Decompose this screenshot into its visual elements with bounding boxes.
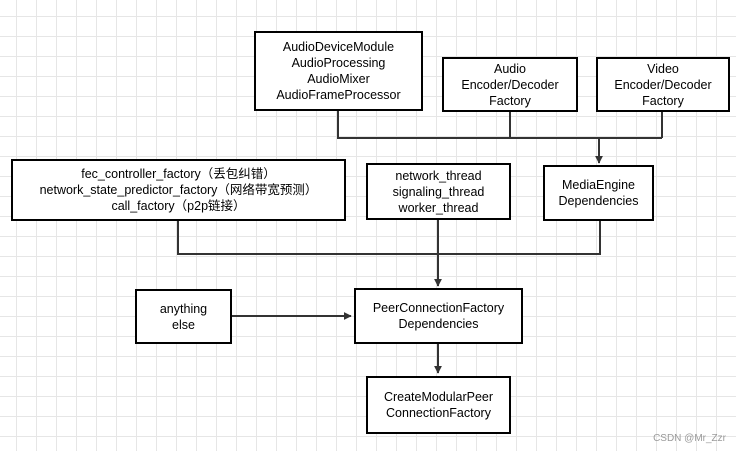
create-modular-peer-connection-factory-box: CreateModularPeer ConnectionFactory: [366, 376, 511, 434]
audio-codec-factory-box: Audio Encoder/Decoder Factory: [442, 57, 578, 112]
video-codec-factory-box: Video Encoder/Decoder Factory: [596, 57, 730, 112]
peer-connection-factory-dependencies-box: PeerConnectionFactory Dependencies: [354, 288, 523, 344]
media-engine-dependencies-label: MediaEngine Dependencies: [558, 178, 639, 208]
threads-label: network_thread signaling_thread worker_t…: [392, 168, 485, 215]
merge-line-audio-modules: [337, 110, 662, 139]
factories-box: fec_controller_factory（丢包纠错） network_sta…: [11, 159, 346, 221]
merge-line-factories: [177, 220, 601, 255]
peer-connection-factory-dependencies-label: PeerConnectionFactory Dependencies: [372, 301, 505, 331]
audio-device-module-box: AudioDeviceModule AudioProcessing AudioM…: [254, 31, 423, 111]
factories-label: fec_controller_factory（丢包纠错） network_sta…: [39, 167, 318, 213]
audio-codec-factory-label: Audio Encoder/Decoder Factory: [461, 61, 559, 108]
media-engine-dependencies-box: MediaEngine Dependencies: [543, 165, 654, 221]
anything-else-box: anything else: [135, 289, 232, 344]
audio-device-module-label: AudioDeviceModule AudioProcessing AudioM…: [276, 40, 401, 102]
anything-else-label: anything else: [159, 301, 208, 332]
video-codec-factory-label: Video Encoder/Decoder Factory: [614, 61, 712, 108]
watermark: CSDN @Mr_Zzr: [653, 433, 726, 444]
create-modular-peer-connection-factory-label: CreateModularPeer ConnectionFactory: [383, 390, 494, 420]
threads-box: network_thread signaling_thread worker_t…: [366, 163, 511, 220]
